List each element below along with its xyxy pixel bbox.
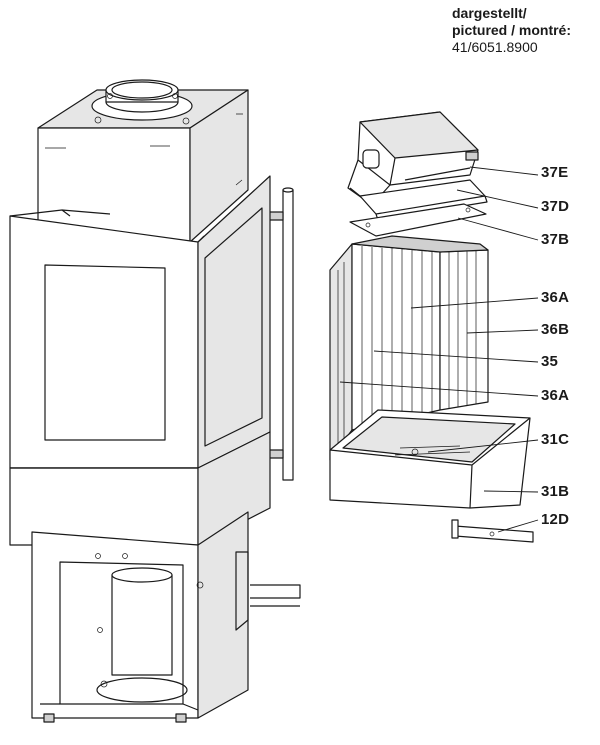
- firebox-body: [9, 431, 271, 546]
- header-article-code: 41/6051.8900: [452, 39, 538, 55]
- top-flue-box: [37, 79, 249, 243]
- callout-31C: 31C: [541, 431, 570, 448]
- part-37E-hood: [347, 111, 479, 206]
- header-depicted-label: dargestellt/: [452, 5, 527, 21]
- leader-36A-bottom: [339, 381, 539, 397]
- part-12D-bar: [451, 519, 534, 543]
- base-stand: [31, 511, 301, 723]
- firebox-liner: [329, 235, 489, 461]
- callout-31B: 31B: [541, 483, 570, 500]
- glass-frame: [9, 175, 271, 469]
- leader-12D: [497, 519, 539, 533]
- part-37B-plate: [349, 203, 487, 237]
- leader-37B: [457, 217, 539, 241]
- callout-36A-top: 36A: [541, 289, 570, 306]
- fireplace-assembly: [9, 79, 301, 723]
- callout-36B: 36B: [541, 321, 570, 338]
- leader-31C: [427, 439, 539, 453]
- callout-37D: 37D: [541, 198, 570, 215]
- leader-36A-top: [410, 297, 539, 309]
- callout-36A-bottom: 36A: [541, 387, 570, 404]
- callout-37B: 37B: [541, 231, 570, 248]
- part-31B-base-tray: [329, 409, 531, 509]
- callout-35: 35: [541, 353, 559, 370]
- leader-lines: [339, 166, 539, 533]
- leader-37E: [469, 166, 539, 176]
- callout-37E: 37E: [541, 164, 569, 181]
- header-pictured-label: pictured / montré:: [452, 22, 572, 38]
- callout-12D: 12D: [541, 511, 570, 528]
- exploded-parts: [329, 111, 534, 543]
- leader-37D: [456, 189, 539, 209]
- side-pipe: [268, 187, 294, 481]
- leader-35: [373, 350, 539, 363]
- leader-31B: [483, 490, 539, 493]
- leader-36B: [466, 329, 539, 334]
